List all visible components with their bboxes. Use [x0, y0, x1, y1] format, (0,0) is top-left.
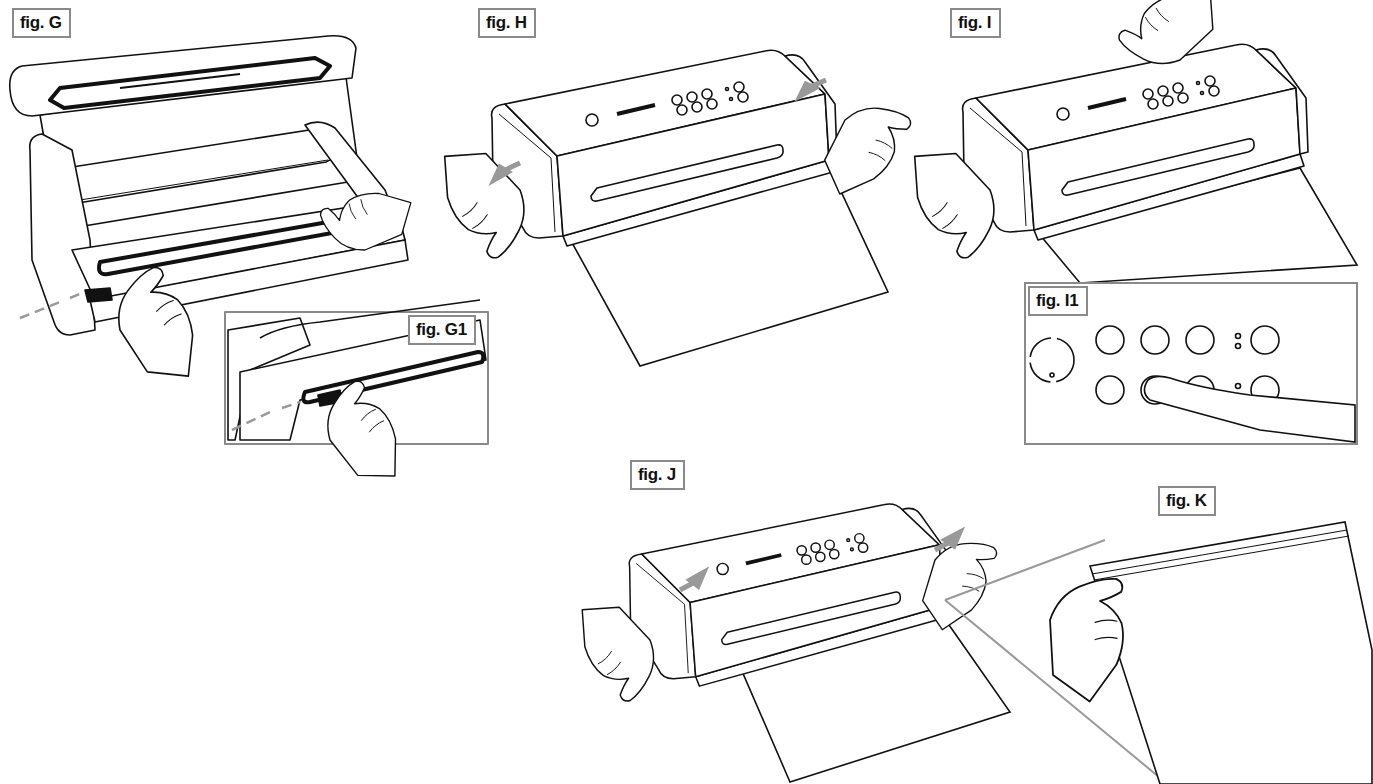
- sealer-closing-part: [800, 80, 826, 96]
- figure-label: fig. G: [12, 8, 71, 38]
- figure-label-text: fig. I: [958, 13, 993, 33]
- detail-inset: [225, 300, 488, 485]
- figure-label-text: fig. K: [1166, 491, 1208, 511]
- sealer-opening-part: [935, 532, 960, 550]
- sealer-closing-part: [429, 147, 533, 262]
- sealer-closing: [429, 50, 921, 366]
- open-sealer-part: [120, 74, 240, 88]
- sealed-bag-part: [1092, 530, 1349, 580]
- sealed-bag: [1019, 522, 1372, 784]
- sealer-sealing-part: [1116, 0, 1220, 72]
- detail-inset-part: [316, 376, 416, 485]
- figure-label-text: fig. H: [486, 13, 528, 33]
- sealer-closing-part: [494, 163, 520, 180]
- control-panel-inset-part: [1096, 376, 1124, 404]
- open-sealer-part: [30, 134, 95, 335]
- figure-label: fig. I: [950, 8, 1001, 38]
- control-panel-inset-part: [1236, 384, 1241, 389]
- open-sealer-part: [10, 36, 356, 116]
- sealer-closing-part: [817, 102, 921, 196]
- control-panel-inset-part: [1144, 376, 1355, 442]
- figure-label: fig. I1: [1028, 286, 1088, 316]
- sealer-sealing-part: [963, 44, 1308, 240]
- figure-label: fig. G1: [408, 315, 476, 345]
- control-panel-inset: [1025, 283, 1357, 444]
- sealer-sealing: [899, 0, 1357, 283]
- open-sealer-part: [50, 58, 330, 108]
- sealed-bag-part: [1019, 563, 1167, 709]
- sealer-sealing-part: [899, 147, 1003, 262]
- open-sealer-part: [80, 160, 328, 200]
- figure-label-text: fig. G: [20, 13, 63, 33]
- sealer-opening-part: [680, 572, 704, 590]
- detail-inset-part: [232, 402, 300, 430]
- figure-label: fig. K: [1158, 486, 1216, 516]
- open-sealer-part: [102, 260, 219, 385]
- control-panel-inset-part: [1050, 373, 1054, 377]
- control-panel-inset-part: [1141, 326, 1169, 354]
- control-panel-inset-part: [1096, 326, 1124, 354]
- control-panel-inset-part: [1025, 283, 1357, 444]
- sealed-bag-part: [1090, 522, 1372, 784]
- open-sealer-part: [85, 288, 112, 302]
- figure-label-text: fig. I1: [1036, 291, 1080, 311]
- figure-label: fig. H: [478, 8, 536, 38]
- figure-label-text: fig. G1: [416, 320, 468, 340]
- control-panel-inset-part: [1236, 344, 1241, 349]
- control-panel-inset-part: [1251, 326, 1279, 354]
- sealer-closing-part: [492, 50, 837, 246]
- control-panel-inset-part: [1236, 334, 1241, 339]
- open-sealer-part: [312, 166, 417, 268]
- sealer-opening-part: [909, 533, 1016, 633]
- figure-label-text: fig. J: [638, 465, 677, 485]
- control-panel-inset-part: [1030, 338, 1074, 382]
- open-sealer-part: [57, 128, 336, 204]
- sealer-opening-part: [629, 504, 950, 686]
- sealer-opening-part: [568, 601, 662, 705]
- control-panel-inset-part: [1186, 326, 1214, 354]
- figure-label: fig. J: [630, 460, 685, 490]
